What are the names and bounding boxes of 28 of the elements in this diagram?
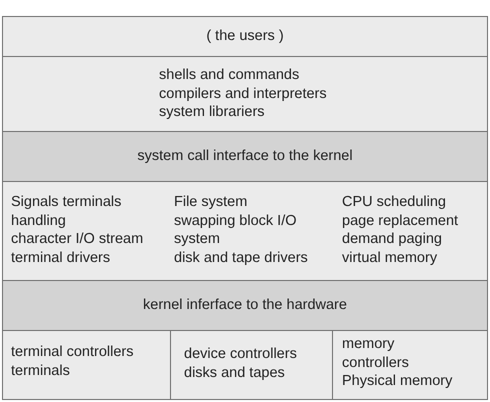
layer-text: CPU scheduling <box>342 193 446 212</box>
layer-text: File system <box>174 193 248 212</box>
layer-text: system librariers <box>159 103 265 122</box>
layer-box <box>2 16 488 57</box>
layer-box <box>2 131 488 182</box>
layer-text: character I/O stream <box>11 230 144 248</box>
layer-box <box>170 330 333 400</box>
layer-text: disk and tape drivers <box>174 248 308 267</box>
layer-text: Physical memory <box>342 372 452 390</box>
layer-text: memory controllers <box>342 335 410 372</box>
layer-text: virtual memory <box>342 248 438 267</box>
layer-box <box>2 56 488 132</box>
layer-text: system call interface to the kernel <box>137 147 353 166</box>
layer-text: compilers and interpreters <box>159 84 327 103</box>
layer-box <box>2 280 488 331</box>
layer-box <box>332 330 488 400</box>
layer-text: page replacement <box>342 212 458 230</box>
layer-text: terminal controllers <box>11 343 134 362</box>
layer-text: ( the users ) <box>206 27 284 46</box>
layer-text: disks and tapes <box>184 364 285 382</box>
layer-text: shells and commands <box>159 66 300 84</box>
layer-text: demand paging <box>342 230 442 248</box>
layer-text: device controllers <box>184 345 297 364</box>
layer-box <box>2 330 171 400</box>
layer-text: terminals <box>11 362 70 380</box>
layer-box <box>2 181 488 281</box>
layer-text: terminal drivers <box>11 248 110 267</box>
layer-text: kernel inferface to the hardware <box>143 296 347 314</box>
